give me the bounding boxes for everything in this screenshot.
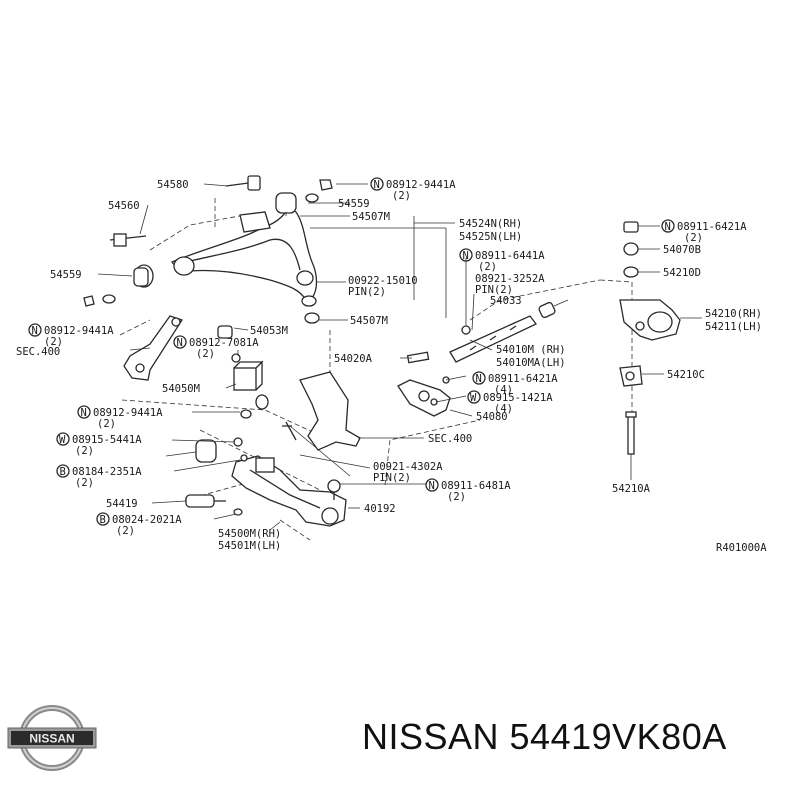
label-qty-2-e: (2) bbox=[478, 261, 497, 273]
label-00921-4302a: 00921-4302A bbox=[373, 461, 443, 473]
label-sec400-right: SEC.400 bbox=[428, 433, 472, 445]
label-08911-6421a-right: 08911-6421A bbox=[677, 221, 747, 233]
svg-text:N: N bbox=[32, 325, 38, 337]
label-54210d: 54210D bbox=[663, 267, 701, 279]
label-54507m-top: 54507M bbox=[352, 211, 390, 223]
svg-text:B: B bbox=[60, 466, 66, 478]
dashed-guide-lines bbox=[119, 198, 633, 541]
leader-lines bbox=[97, 183, 702, 531]
label-pin2-c: PIN(2) bbox=[373, 472, 411, 484]
label-54080: 54080 bbox=[476, 411, 508, 423]
label-qty-4-a: (4) bbox=[494, 384, 513, 396]
label-54210c: 54210C bbox=[667, 369, 705, 381]
stabilizer-parts bbox=[619, 221, 681, 455]
label-qty-2-i: (2) bbox=[116, 525, 135, 537]
svg-text:N: N bbox=[81, 407, 87, 419]
label-08911-6421a-mid: 08911-6421A bbox=[488, 373, 558, 385]
label-54010ma-lh: 54010MA(LH) bbox=[496, 357, 566, 369]
tension-rod bbox=[397, 301, 556, 417]
lower-control-arm bbox=[185, 454, 347, 527]
label-54211-lh: 54211(LH) bbox=[705, 321, 762, 333]
label-54053m: 54053M bbox=[250, 325, 288, 337]
label-pin2-a: PIN(2) bbox=[348, 286, 386, 298]
label-08912-9441a-mid: 08912-9441A bbox=[93, 407, 163, 419]
label-08912-7081a: 08912-7081A bbox=[189, 337, 259, 349]
symbol-markers: N N N N N W N W B N B N bbox=[28, 177, 675, 526]
label-54210-rh: 54210(RH) bbox=[705, 308, 762, 320]
label-54010m-rh: 54010M (RH) bbox=[496, 344, 566, 356]
svg-text:W: W bbox=[470, 392, 477, 404]
part-labels: 54580 54560 54559 54559 54507M 54507M 54… bbox=[16, 179, 767, 554]
label-54070b: 54070B bbox=[663, 244, 701, 256]
svg-text:N: N bbox=[429, 480, 435, 492]
label-08912-9441a-top: 08912-9441A bbox=[386, 179, 456, 191]
label-08912-9441a-left: 08912-9441A bbox=[44, 325, 114, 337]
svg-text:B: B bbox=[100, 514, 106, 526]
label-qty-2-g: (2) bbox=[75, 477, 94, 489]
label-08921-3252a: 08921-3252A bbox=[475, 273, 545, 285]
part-number-title: NISSAN 54419VK80A bbox=[362, 716, 727, 757]
svg-text:NISSAN: NISSAN bbox=[29, 732, 74, 746]
label-qty-2-d: (2) bbox=[196, 348, 215, 360]
label-qty-2-c: (2) bbox=[97, 418, 116, 430]
label-54210a: 54210A bbox=[612, 483, 651, 495]
label-08911-6481a: 08911-6481A bbox=[441, 480, 511, 492]
label-08915-1421a: 08915-1421A bbox=[483, 392, 553, 404]
svg-text:N: N bbox=[476, 373, 482, 385]
label-08911-6441a: 08911-6441A bbox=[475, 250, 545, 262]
label-54525n: 54525N(LH) bbox=[459, 231, 522, 243]
svg-text:N: N bbox=[665, 221, 671, 233]
label-00922-15010: 00922-15010 bbox=[348, 275, 418, 287]
upper-control-arm bbox=[83, 175, 333, 324]
label-40192: 40192 bbox=[364, 503, 396, 515]
label-qty-2-a: (2) bbox=[392, 190, 411, 202]
label-08024-2021a: 08024-2021A bbox=[112, 514, 182, 526]
label-qty-2-h: (2) bbox=[447, 491, 466, 503]
label-sec400-left: SEC.400 bbox=[16, 346, 60, 358]
label-54559-left: 54559 bbox=[50, 269, 82, 281]
label-54580: 54580 bbox=[157, 179, 189, 191]
label-54501m-lh: 54501M(LH) bbox=[218, 540, 281, 552]
label-qty-2-b: (2) bbox=[44, 336, 63, 348]
nissan-logo: NISSAN bbox=[7, 705, 97, 771]
svg-text:N: N bbox=[463, 250, 469, 262]
label-54524n: 54524N(RH) bbox=[459, 218, 522, 230]
label-08915-5441a: 08915-5441A bbox=[72, 434, 142, 446]
label-54050m: 54050M bbox=[162, 383, 200, 395]
label-08184-2351a: 08184-2351A bbox=[72, 466, 142, 478]
label-54419: 54419 bbox=[106, 498, 138, 510]
svg-text:W: W bbox=[59, 434, 66, 446]
label-qty-2-f: (2) bbox=[75, 445, 94, 457]
label-qty-4-b: (4) bbox=[494, 403, 513, 415]
svg-text:N: N bbox=[374, 179, 380, 191]
label-54559-top: 54559 bbox=[338, 198, 370, 210]
label-54020a: 54020A bbox=[334, 353, 373, 365]
link-bracket bbox=[123, 315, 183, 381]
label-54033: 54033 bbox=[490, 295, 522, 307]
svg-text:N: N bbox=[177, 337, 183, 349]
label-qty-2-j: (2) bbox=[684, 232, 703, 244]
label-54560-upper: 54560 bbox=[108, 200, 140, 212]
steering-knuckle bbox=[195, 325, 361, 463]
label-54500m-rh: 54500M(RH) bbox=[218, 528, 281, 540]
label-pin2-b: PIN(2) bbox=[475, 284, 513, 296]
drawing-reference-code: R401000A bbox=[716, 542, 767, 554]
label-54507m-bottom: 54507M bbox=[350, 315, 388, 327]
